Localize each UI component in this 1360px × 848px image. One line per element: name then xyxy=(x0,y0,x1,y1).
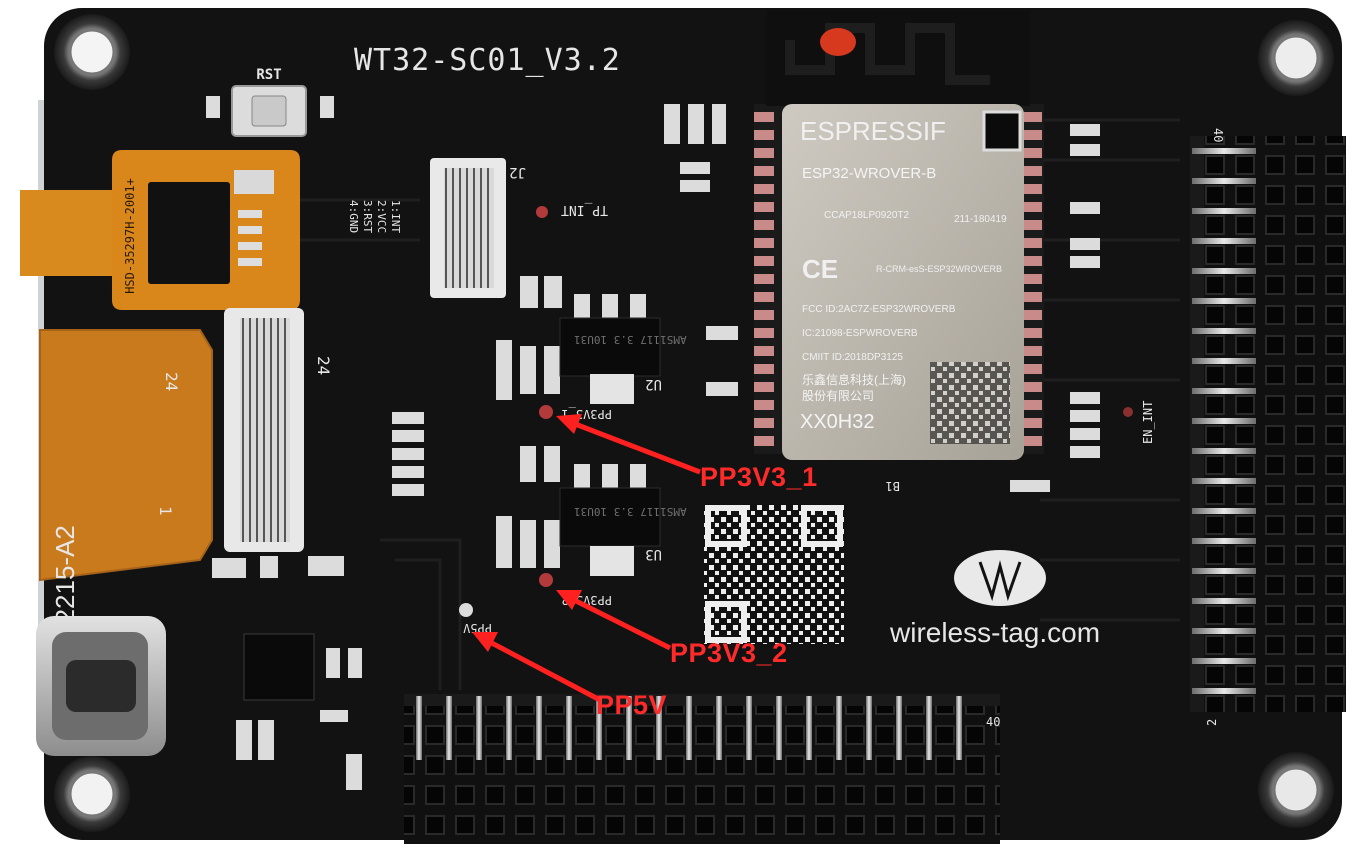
callout-pp3v3-1: PP3V3_1 xyxy=(700,462,818,492)
regulator-u3 xyxy=(559,464,661,576)
callout-pp5v: PP5V xyxy=(596,690,668,720)
arrow-head-pp5v xyxy=(472,632,498,652)
mounting-hole-top-left xyxy=(54,14,130,90)
rst-label: RST xyxy=(256,67,281,83)
bottom-header-pin-40: 40 xyxy=(986,715,1000,729)
svg-text:2:VCC: 2:VCC xyxy=(375,200,388,233)
touch-controller-ic xyxy=(148,182,230,284)
module-model: ESP32-WROVER-B xyxy=(802,165,936,182)
b1-label: B1 xyxy=(886,479,900,493)
touch-pinout-text: 1:INT 2:VCC 3:RST 4:GND xyxy=(347,200,402,233)
module-fcc: FCC ID:2AC7Z-ESP32WROVERB xyxy=(802,304,956,315)
arrow-pp3v3-1 xyxy=(569,419,701,475)
esp32-module-text: ESPRESSIF ESP32-WROVER-B CCAP18LP0920T2 … xyxy=(800,116,1007,433)
fpc-pin-24-label: 24 xyxy=(314,356,333,375)
module-rcm: R-CRM-esS-ESP32WROVERB xyxy=(876,264,1002,274)
rst-button xyxy=(231,85,307,137)
board-qr-code xyxy=(704,504,844,644)
smd-components xyxy=(206,96,1100,790)
pcb-traces xyxy=(300,118,1180,690)
testpoint-tp-int xyxy=(536,206,548,218)
svg-text:3:RST: 3:RST xyxy=(361,200,374,233)
right-pin-header xyxy=(1190,136,1346,712)
wireless-tag-logo xyxy=(954,550,1046,606)
j2-label: J2 xyxy=(509,164,526,180)
bottom-pin-header xyxy=(404,694,1000,844)
arrow-pp3v3-2 xyxy=(568,595,672,651)
lcd-pin-1-label: 1 xyxy=(156,506,175,516)
svg-text:1:INT: 1:INT xyxy=(389,200,402,233)
module-maker-2: 股份有限公司 xyxy=(802,389,874,403)
lcd-flex-cable xyxy=(39,329,213,582)
right-header-pin-40: 40 xyxy=(1211,128,1225,142)
testpoint-pp3v3-2 xyxy=(539,573,553,587)
testpoint-pp3v3-1 xyxy=(539,405,553,419)
flex-marking-text: HSD-35297H-2001+ xyxy=(123,178,137,294)
usb-c-connector xyxy=(36,616,166,756)
uart-chip-u4 xyxy=(243,633,315,701)
mounting-hole-bottom-right xyxy=(1258,752,1334,828)
callout-pp3v3-2: PP3V3_2 xyxy=(670,638,788,668)
u3-label: U3 xyxy=(645,546,662,562)
annotation-arrows xyxy=(472,414,701,703)
u2-label: U2 xyxy=(645,376,662,392)
mounting-hole-top-right xyxy=(1258,20,1334,96)
regulator-u2 xyxy=(559,294,661,404)
module-brand: ESPRESSIF xyxy=(800,116,946,146)
board-title: WT32-SC01_V3.2 xyxy=(354,43,621,78)
brand-url: wireless-tag.com xyxy=(889,617,1100,648)
module-maker-1: 乐鑫信息科技(上海) xyxy=(802,372,906,387)
module-lot: XX0H32 xyxy=(800,411,875,433)
lcd-pin-24-label: 24 xyxy=(162,372,181,391)
arrow-pp5v xyxy=(484,637,602,703)
module-cmiit: CMIIT ID:2018DP3125 xyxy=(802,352,903,363)
touch-flex-cable xyxy=(20,150,300,310)
testpoint-en-int xyxy=(1123,407,1133,417)
tp-int-label: TP_INT xyxy=(561,202,608,217)
u2-marking: AMS1117 3.3 10U31 xyxy=(574,333,687,346)
esp32-module xyxy=(754,10,1044,460)
testpoint-pp5v xyxy=(459,603,473,617)
arrow-head-pp3v3-2 xyxy=(556,590,582,610)
module-cert-2: 211-180419 xyxy=(954,214,1007,225)
module-ic: IC:21098-ESPWROVERB xyxy=(802,328,918,339)
mounting-hole-bottom-left xyxy=(54,756,130,832)
svg-text:4:GND: 4:GND xyxy=(347,200,360,233)
right-header-pin-2: 2 xyxy=(1205,719,1219,726)
touch-fpc-connector xyxy=(430,158,506,298)
en-int-label: EN_INT xyxy=(1141,401,1155,444)
arrow-head-pp3v3-1 xyxy=(556,414,582,434)
lcd-fpc-connector xyxy=(224,308,304,552)
module-cert-1: CCAP18LP0920T2 xyxy=(824,210,909,221)
u3-marking: AMS1117 3.3 10U31 xyxy=(574,505,687,518)
pp5v-silk: PP5V xyxy=(463,621,492,635)
module-ce: CE xyxy=(802,254,838,284)
